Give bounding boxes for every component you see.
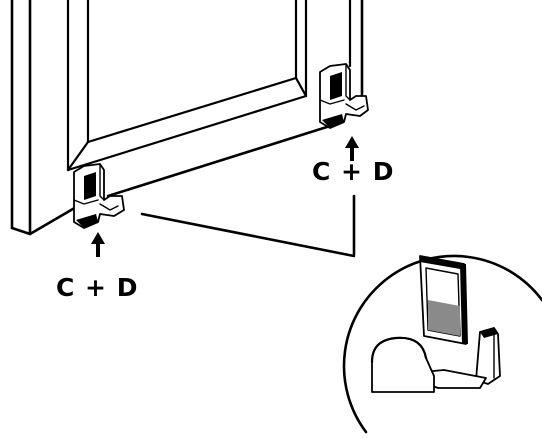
detail-plate-rim — [420, 256, 466, 270]
right-hinge-detail-1 — [345, 63, 351, 101]
right-hinge-detail-3 — [345, 103, 365, 111]
up-arrow-icon — [91, 232, 105, 257]
panel-bevel-corner-right — [294, 76, 308, 98]
detail-front-block-edge — [425, 357, 435, 377]
right-hinge-detail-2 — [319, 99, 345, 105]
left-hinge-bracket — [73, 163, 125, 229]
right-callout-label: C + D — [312, 157, 394, 186]
detail-post-cap — [480, 328, 498, 338]
left-hinge-dark-strip — [84, 172, 96, 200]
left-hinge-detail-3 — [99, 203, 119, 211]
detail-plate-shade — [428, 300, 460, 336]
panel-outer-bottom — [66, 94, 308, 172]
panel-inner-bottom — [86, 76, 298, 144]
right-arrow-head — [345, 136, 359, 148]
magnified-detail — [342, 254, 542, 434]
detail-front-block-face — [370, 336, 428, 364]
left-callout-label: C + D — [56, 273, 138, 302]
right-hinge-bracket — [319, 63, 369, 129]
door-bottom-front — [10, 204, 80, 236]
leader-line-left — [140, 212, 356, 258]
door-bottom-back — [106, 124, 332, 198]
right-arrow-shaft — [350, 147, 354, 161]
left-arrow-head — [91, 232, 105, 244]
detail-plate-side — [460, 264, 468, 344]
left-hinge-foot — [76, 214, 98, 228]
right-hinge-foot — [322, 114, 344, 128]
left-arrow-shaft — [96, 243, 100, 257]
detail-circle — [342, 254, 542, 434]
detail-front-block — [371, 336, 435, 393]
left-hinge-detail-2 — [73, 199, 99, 205]
left-hinge-detail-1 — [99, 163, 105, 201]
cabinet-door — [10, 0, 364, 236]
up-arrow-icon — [345, 136, 359, 161]
right-hinge-dark-strip — [330, 72, 342, 100]
panel-bevel-corner — [66, 140, 90, 172]
